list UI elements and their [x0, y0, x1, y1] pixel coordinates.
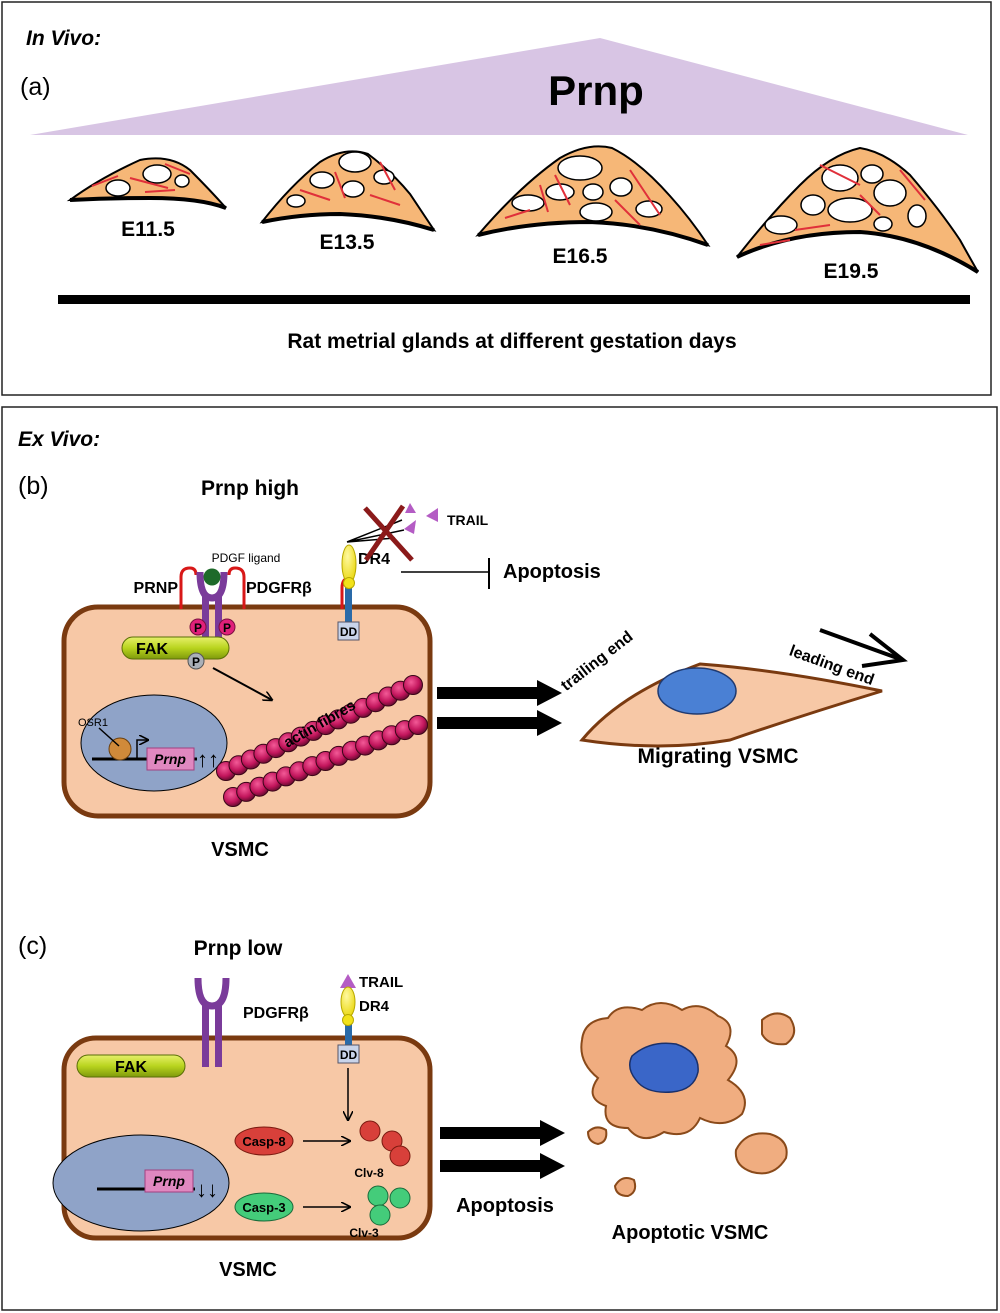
stage-label-3: E16.5 — [553, 245, 608, 268]
prnp-gene-box-low — [144, 1169, 194, 1193]
dr4-label-low: DR4 — [359, 998, 390, 1015]
stage-label-2: E13.5 — [320, 231, 375, 254]
pdgfrb-receptor-high — [196, 571, 228, 638]
tss-arrow — [136, 740, 148, 759]
upregulation-arrows: ↑↑ — [197, 747, 219, 772]
trail-triangle-1 — [405, 503, 416, 513]
casp3-pill — [234, 1192, 294, 1222]
prnp-anchor-right — [227, 566, 246, 609]
timeline-bar — [58, 295, 970, 304]
dd-label-low: DD — [340, 1048, 358, 1062]
gland-e11-5 — [66, 157, 227, 210]
apoptosis-label-high: Apoptosis — [503, 561, 601, 583]
prnp-expression-triangle — [30, 38, 968, 135]
osr1-label: OSR1 — [78, 717, 108, 729]
migrating-nucleus — [657, 667, 737, 715]
phospho-fak-label: P — [192, 655, 200, 669]
direction-arrow-head — [861, 632, 908, 668]
pdgfrb-label-low: PDGFRβ — [243, 1005, 309, 1022]
dd-box-low — [337, 1044, 360, 1064]
direction-arrow-line — [819, 628, 901, 661]
in-vivo-heading: In Vivo: — [26, 27, 101, 50]
fak-label-low: FAK — [115, 1059, 147, 1076]
pdgf-ligand-dot — [203, 568, 221, 586]
osr1-pointer — [98, 727, 120, 747]
phospho-right — [218, 618, 236, 636]
panel-b-label: (b) — [18, 472, 49, 500]
vsmc-label-high: VSMC — [211, 839, 269, 861]
casp3-label: Casp-3 — [242, 1200, 285, 1215]
prnp-title: Prnp — [548, 67, 644, 114]
migration-arrows — [437, 680, 562, 736]
clv3-label: Clv-3 — [349, 1226, 379, 1240]
downregulation-arrows: ↓↓ — [196, 1177, 218, 1202]
trail-triangle-3 — [404, 520, 416, 534]
apoptotic-vsmc-cell — [580, 1002, 796, 1198]
migrating-vsmc-label: Migrating VSMC — [638, 745, 799, 768]
nucleus-low — [52, 1134, 230, 1232]
block-cross-b — [363, 504, 406, 562]
trail-triangle-2 — [426, 508, 438, 522]
osr1-factor — [108, 737, 132, 761]
fak-low — [76, 1054, 186, 1078]
dr4-receptor-high — [341, 544, 357, 622]
apoptotic-vsmc-label: Apoptotic VSMC — [612, 1222, 769, 1244]
dd-label-high: DD — [340, 625, 358, 639]
phospho-left — [189, 618, 207, 636]
fak-label-high: FAK — [136, 641, 168, 658]
panel-a-caption: Rat metrial glands at different gestatio… — [287, 330, 736, 353]
gland-e19-5 — [736, 146, 980, 274]
panel-a-label: (a) — [20, 73, 51, 101]
trail-triangle-bound — [340, 974, 356, 988]
phospho-left-label: P — [194, 621, 202, 635]
prnp-label: PRNP — [134, 580, 179, 597]
fak-signal-arrow — [212, 667, 272, 700]
clv3-fragment-2 — [389, 1187, 411, 1209]
prnp-gene-label-low: Prnp — [153, 1173, 185, 1189]
trail-label-high: TRAIL — [447, 512, 489, 528]
pdgf-ligand-label: PDGF ligand — [212, 551, 281, 565]
dd-box-high — [337, 621, 360, 641]
dr4-label-high: DR4 — [358, 551, 390, 568]
casp8-label: Casp-8 — [242, 1134, 285, 1149]
clv8-fragment-1 — [359, 1120, 381, 1142]
prnp-gene-box-high — [146, 747, 195, 771]
pdgfrb-label-high: PDGFRβ — [246, 580, 312, 597]
clv3-fragment-3 — [369, 1204, 391, 1226]
nucleus-high — [80, 694, 228, 792]
actin-bead — [408, 715, 428, 735]
casp8-pill — [234, 1126, 294, 1156]
apoptosis-label-low: Apoptosis — [456, 1195, 554, 1217]
panel-b: (b) Prnp high PDGF ligand PRNP PDGFRβ P … — [18, 472, 908, 861]
dr4-receptor-low — [340, 986, 356, 1046]
clv3-fragment-1 — [367, 1185, 389, 1207]
ex-vivo-heading: Ex Vivo: — [18, 428, 100, 451]
panel-c-label: (c) — [18, 932, 47, 960]
trail-label-low: TRAIL — [359, 974, 403, 991]
stage-label-1: E11.5 — [121, 218, 175, 241]
gland-e16-5 — [475, 145, 711, 247]
panel-b-title: Prnp high — [201, 477, 299, 500]
fak-high — [121, 636, 230, 660]
clv8-fragment-3 — [389, 1145, 411, 1167]
clv8-label: Clv-8 — [354, 1166, 384, 1180]
phospho-right-label: P — [223, 621, 231, 635]
panel-c-title: Prnp low — [194, 937, 283, 960]
vsmc-label-low: VSMC — [219, 1259, 277, 1281]
phospho-fak — [187, 652, 205, 670]
gland-e13-5 — [259, 150, 437, 232]
actin-bead — [403, 675, 423, 695]
panel-a: In Vivo: (a) Prnp — [1, 1, 992, 396]
stage-label-4: E19.5 — [824, 260, 879, 283]
prnp-anchor-left — [179, 566, 198, 609]
block-cross-a — [363, 506, 414, 562]
panel-c: (c) Prnp low PDGFRβ TRAIL DR4 DD FAK Prn… — [18, 932, 796, 1281]
pdgfrb-receptor-low — [194, 977, 230, 1067]
prnp-gene-label-high: Prnp — [154, 751, 186, 767]
actin-fibres — [216, 675, 428, 807]
apoptosis-arrows — [440, 1120, 565, 1179]
